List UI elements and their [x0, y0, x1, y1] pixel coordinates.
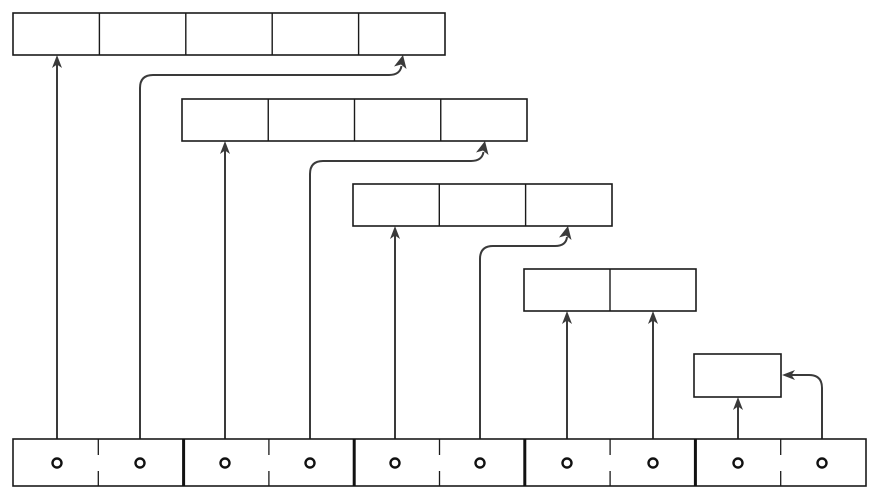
connector-straight-node7-row4	[562, 311, 572, 458]
base-node[interactable]	[51, 457, 63, 469]
connector-curved-node4-row2	[309, 141, 489, 458]
base-node[interactable]	[647, 457, 659, 469]
base-node[interactable]	[474, 457, 486, 469]
connector-curved-node2-row1	[139, 55, 407, 458]
base-node[interactable]	[304, 457, 316, 469]
connector-straight-node1-row1	[52, 55, 62, 458]
connector-curved-node10-row5	[782, 370, 823, 458]
base-node[interactable]	[389, 457, 401, 469]
array-row-1[interactable]	[12, 12, 446, 56]
connector-straight-node3-row2	[220, 141, 230, 458]
connector-layer	[52, 55, 823, 458]
base-node[interactable]	[561, 457, 573, 469]
connector-straight-node8-row4	[648, 311, 658, 458]
array-row-4[interactable]	[523, 268, 697, 312]
array-row-2[interactable]	[181, 98, 528, 142]
base-node[interactable]	[219, 457, 231, 469]
base-node[interactable]	[732, 457, 744, 469]
connector-straight-node5-row3	[390, 226, 400, 458]
base-node[interactable]	[816, 457, 828, 469]
base-node[interactable]	[134, 457, 146, 469]
connector-curved-node6-row3	[479, 226, 572, 458]
base-row[interactable]	[12, 438, 867, 487]
array-row-5[interactable]	[693, 353, 782, 398]
array-row-3[interactable]	[352, 183, 613, 227]
